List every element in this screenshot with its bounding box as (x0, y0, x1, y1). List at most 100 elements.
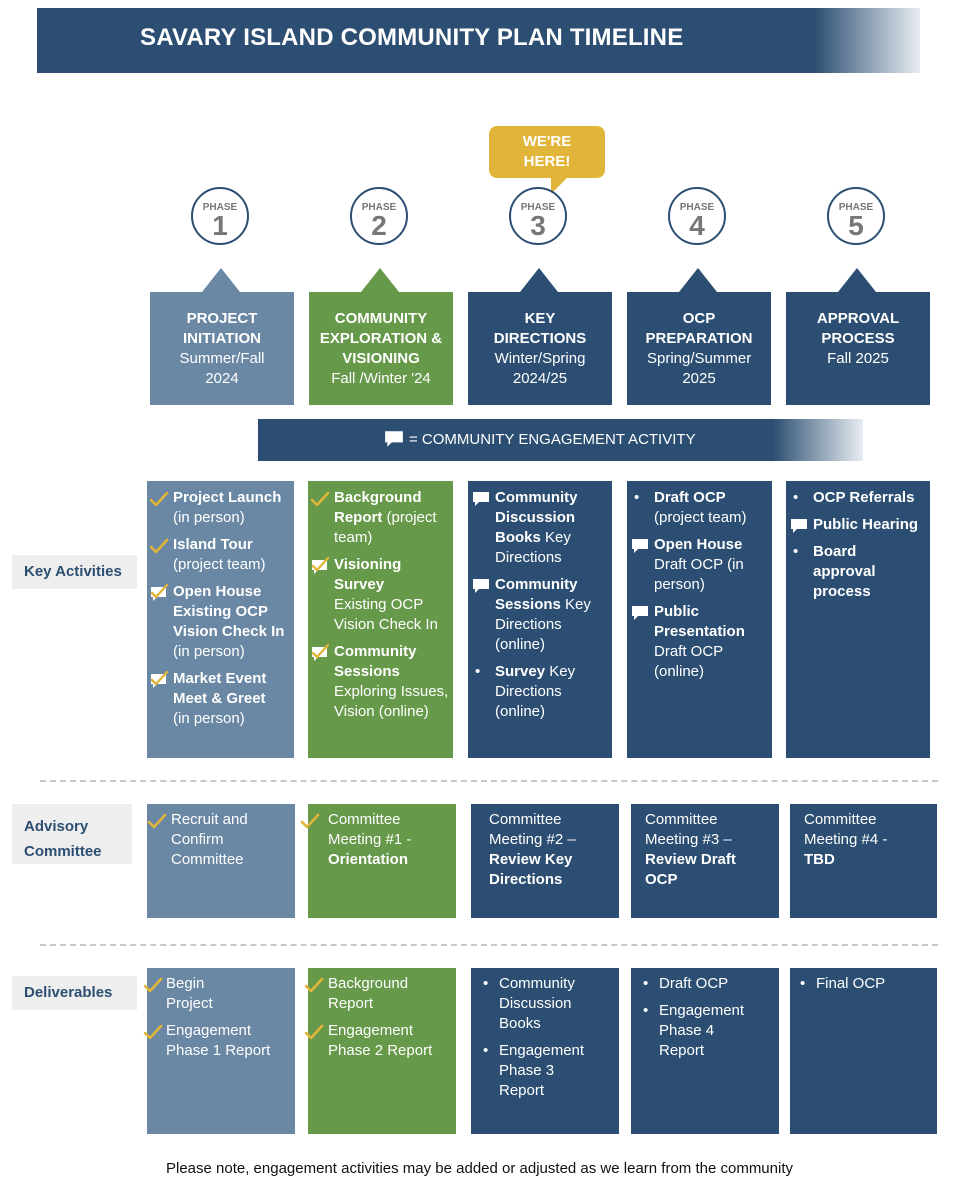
advisory-phase-4: Committee Meeting #3 –Review Draft OCP (631, 804, 779, 918)
check-icon (300, 812, 320, 830)
activity-title: Open House (654, 536, 743, 553)
phase-date: Winter/Spring 2024/25 (494, 350, 586, 387)
list-item: Recruit and Confirm Committee (147, 810, 261, 870)
phase-label: PHASE (520, 202, 556, 213)
committee-topic: Review Draft OCP (645, 851, 736, 888)
advisory-phase-3: Committee Meeting #2 –Review Key Directi… (471, 804, 619, 918)
activity-detail: Key Directions (495, 529, 571, 566)
callout-text: WE'RE HERE! (522, 133, 572, 170)
key-activities-phase-2: Background Report (project team) Visioni… (308, 481, 453, 758)
activity-detail: Key Directions (online) (495, 663, 576, 720)
list-item: Market Event Meet & Greet(in person) (149, 669, 292, 729)
row-label-key-activities: Key Activities (12, 555, 137, 589)
deliverable-text: Final OCP (816, 975, 886, 992)
activity-detail: (in person) (173, 509, 245, 526)
activity-title: OCP Referrals (813, 489, 915, 506)
key-activities-phase-3: Community Discussion Books Key Direction… (468, 481, 612, 758)
list-item: OCP Referrals (789, 488, 928, 508)
list-item: Community Sessions Key Directions (onlin… (471, 575, 610, 655)
activity-detail: Draft OCP (online) (654, 643, 723, 680)
committee-topic: TBD (804, 851, 835, 868)
phase-number: 2 (371, 210, 387, 241)
phase-number: 5 (848, 210, 864, 241)
list-item: Draft OCP(project team) (630, 488, 770, 528)
phase-number: 1 (212, 210, 228, 241)
committee-text: Recruit and Confirm Committee (171, 811, 248, 868)
committee-text: Committee Meeting #2 – (489, 811, 576, 848)
list-item: Island Tour(project team) (149, 535, 292, 575)
speech-bubble-icon (471, 577, 491, 595)
title-banner (37, 8, 920, 73)
checked-speech-bubble-icon (149, 671, 169, 689)
phase-2-header: COMMUNITY EXPLORATION & VISIONING Fall /… (309, 292, 453, 405)
phase-title: COMMUNITY EXPLORATION & VISIONING (319, 310, 443, 367)
advisory-phase-5: Committee Meeting #4 -TBD (790, 804, 937, 918)
check-icon (149, 490, 169, 508)
deliverables-phase-2: Background Report Engagement Phase 2 Rep… (308, 968, 456, 1134)
check-icon (147, 812, 167, 830)
phase-label: PHASE (679, 202, 715, 213)
check-icon (310, 490, 330, 508)
advisory-phase-2: Committee Meeting #1 -Orientation (308, 804, 456, 918)
activity-title: Visioning Survey (334, 556, 402, 593)
committee-text: Committee Meeting #1 - (328, 811, 412, 848)
phase-2-pointer (361, 268, 399, 292)
callout-tail (551, 176, 569, 194)
activity-title: Public Presentation (654, 603, 745, 640)
engagement-legend: = COMMUNITY ENGAGEMENT ACTIVITY (258, 419, 863, 461)
deliverable-text: Background Report (328, 975, 409, 1012)
phase-label: PHASE (202, 202, 238, 213)
phase-number: 3 (530, 210, 546, 241)
phase-date: Fall /Winter '24 (331, 370, 431, 387)
key-activities-phase-5: OCP Referrals Public Hearing Board appro… (786, 481, 930, 758)
activity-title: Community Sessions (334, 643, 417, 680)
activity-title: Board approval process (813, 543, 876, 600)
deliverable-text: Engagement Phase 3 Report (499, 1042, 585, 1099)
activity-detail: Draft OCP (in person) (654, 556, 744, 593)
phase-4-header: OCP PREPARATION Spring/Summer 2025 (627, 292, 771, 405)
phase-5-header: APPROVAL PROCESS Fall 2025 (786, 292, 930, 405)
deliverable-text: Engagement Phase 1 Report (166, 1022, 271, 1059)
checked-speech-bubble-icon (149, 584, 169, 602)
committee-text: Committee Meeting #3 – (645, 811, 732, 848)
phase-date: Spring/Summer 2025 (647, 350, 752, 387)
list-item: Survey Key Directions (online) (471, 662, 610, 722)
deliverable-text: Draft OCP (659, 975, 729, 992)
list-item: Engagement Phase 1 Report (147, 1021, 291, 1061)
speech-bubble-icon (630, 604, 650, 622)
activity-detail: (in person) (173, 643, 245, 660)
speech-bubble-icon (789, 517, 809, 535)
phase-4-pointer (679, 268, 717, 292)
page-title: SAVARY ISLAND COMMUNITY PLAN TIMELINE (140, 24, 684, 51)
committee-topic: Review Key Directions (489, 851, 573, 888)
check-icon (143, 976, 163, 994)
section-divider (40, 780, 938, 782)
phase-title: KEY DIRECTIONS (493, 310, 587, 347)
phase-title: APPROVAL PROCESS (816, 310, 900, 347)
phase-3-pointer (520, 268, 558, 292)
list-item: Engagement Phase 2 Report (308, 1021, 452, 1061)
deliverables-phase-5: Final OCP (790, 968, 937, 1134)
list-item: Community Discussion Books (479, 974, 613, 1034)
list-item: Committee Meeting #1 -Orientation (308, 810, 450, 870)
deliverable-text: Begin Project (166, 975, 213, 1012)
section-divider (40, 944, 938, 946)
advisory-phase-1: Recruit and Confirm Committee (147, 804, 295, 918)
speech-bubble-icon (381, 429, 407, 449)
deliverables-phase-1: Begin Project Engagement Phase 1 Report (147, 968, 295, 1134)
row-label-advisory: Advisory Committee (12, 804, 132, 864)
phase-label: PHASE (838, 202, 874, 213)
phase-5-pointer (838, 268, 876, 292)
activity-detail: Key Directions (online) (495, 596, 591, 653)
phase-date: Summer/Fall 2024 (179, 350, 265, 387)
list-item: Background Report (project team) (310, 488, 451, 548)
row-label-deliverables: Deliverables (12, 976, 137, 1010)
list-item: Project Launch(in person) (149, 488, 292, 528)
activity-title: Island Tour (173, 536, 253, 553)
